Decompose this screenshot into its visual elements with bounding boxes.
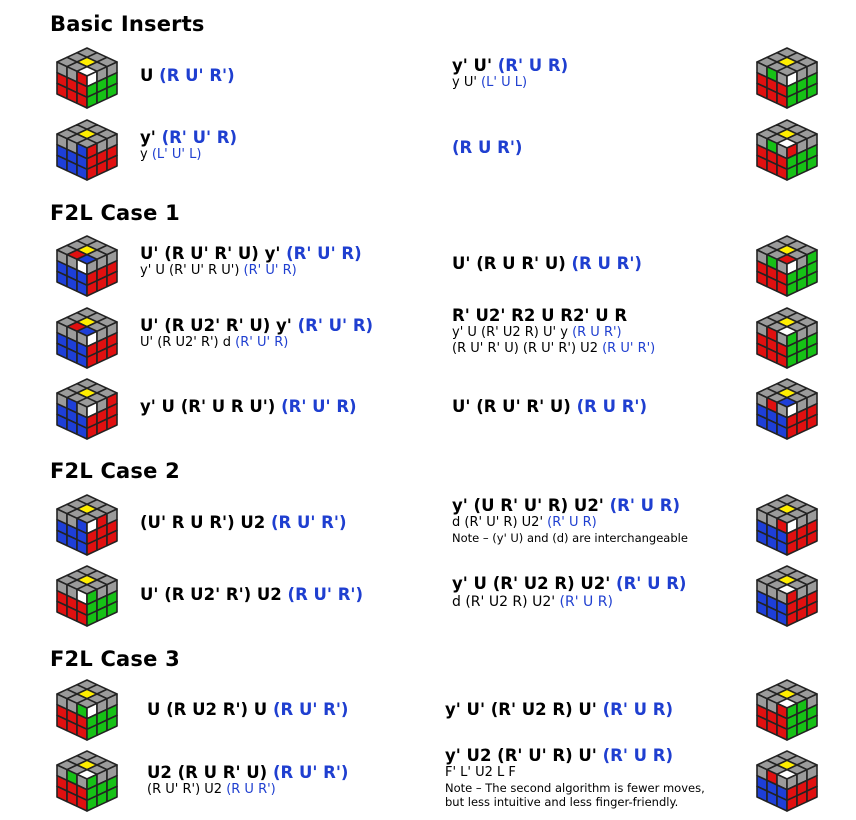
right-sticker: [806, 342, 818, 360]
section-title: F2L Case 1: [50, 201, 180, 225]
right-sticker: [806, 529, 818, 547]
algorithm-block: U' (R U2' R' U) y' (R' U' R) U' (R U2' R…: [140, 316, 374, 350]
cube-case2-1: [56, 565, 118, 627]
cube-case2-4: [756, 494, 818, 556]
section-title: F2L Case 2: [50, 459, 180, 483]
right-sticker: [806, 82, 818, 100]
cube-case3-3: [756, 679, 818, 741]
algorithm-block: (U' R U R') U2 (R U' R'): [140, 513, 347, 532]
right-sticker: [106, 714, 118, 732]
right-sticker: [106, 785, 118, 803]
cube-basic-3: [56, 235, 118, 297]
right-sticker: [106, 529, 118, 547]
algorithm-block: U' (R U2' R') U2 (R U' R'): [140, 585, 364, 604]
algorithm-block: U2 (R U R' U) (R U' R') (R U' R') U2 (R …: [147, 763, 349, 797]
right-sticker: [106, 342, 118, 360]
algorithm-block: U (R U2 R') U (R U' R'): [147, 700, 349, 719]
cube-case1-4: [756, 235, 818, 297]
algorithm-block: y' U (R' U2 R) U2' (R' U R) d (R' U2 R) …: [452, 574, 687, 610]
right-sticker: [806, 270, 818, 288]
right-sticker: [806, 785, 818, 803]
right-sticker: [106, 154, 118, 172]
algorithm-block: y' U' (R' U2 R) U' (R' U R): [445, 700, 674, 719]
algorithm-block: y' U' (R' U R) y U' (L' U L): [452, 56, 569, 90]
cube-basic-1: [56, 47, 118, 109]
cube-basic-2: [56, 119, 118, 181]
algorithm-block: U' (R U' R' U) (R U R'): [452, 397, 648, 416]
cube-case1-6: [756, 307, 818, 369]
cube-case2-3: [56, 679, 118, 741]
cube-case3-4: [756, 750, 818, 812]
right-sticker: [806, 413, 818, 431]
section-title: Basic Inserts: [50, 12, 205, 36]
right-sticker: [806, 714, 818, 732]
section-title: F2L Case 3: [50, 647, 180, 671]
right-sticker: [806, 600, 818, 618]
cube-case1-2: [756, 119, 818, 181]
cube-basic-4: [756, 47, 818, 109]
algorithm-block: R' U2' R2 U R2' U R y' U (R' U2 R) U' y …: [452, 306, 656, 356]
cube-case1-1: [56, 307, 118, 369]
cube-case2-2: [756, 378, 818, 440]
algorithm-block: y' U (R' U R U') (R' U' R): [140, 397, 357, 416]
algorithm-block: U' (R U R' U) (R U R'): [452, 254, 642, 273]
cube-case1-3: [56, 378, 118, 440]
cube-case1-5: [56, 494, 118, 556]
right-sticker: [806, 154, 818, 172]
right-sticker: [106, 270, 118, 288]
algorithm-block: U' (R U' R' U) y' (R' U' R) y' U (R' U' …: [140, 244, 362, 278]
algorithm-block: y' (R' U' R) y (L' U' L): [140, 128, 238, 162]
algorithm-block: U (R U' R'): [140, 66, 235, 85]
algorithm-block: y' U2 (R' U' R) U' (R' U R) F' L' U2 L F…: [445, 746, 705, 809]
right-sticker: [106, 600, 118, 618]
right-sticker: [106, 413, 118, 431]
cube-case3-2: [756, 565, 818, 627]
cube-case3-1: [56, 750, 118, 812]
right-sticker: [106, 82, 118, 100]
algorithm-block: y' (U R' U' R) U2' (R' U R) d (R' U' R) …: [452, 496, 688, 545]
algorithm-block: (R U R'): [452, 138, 523, 157]
